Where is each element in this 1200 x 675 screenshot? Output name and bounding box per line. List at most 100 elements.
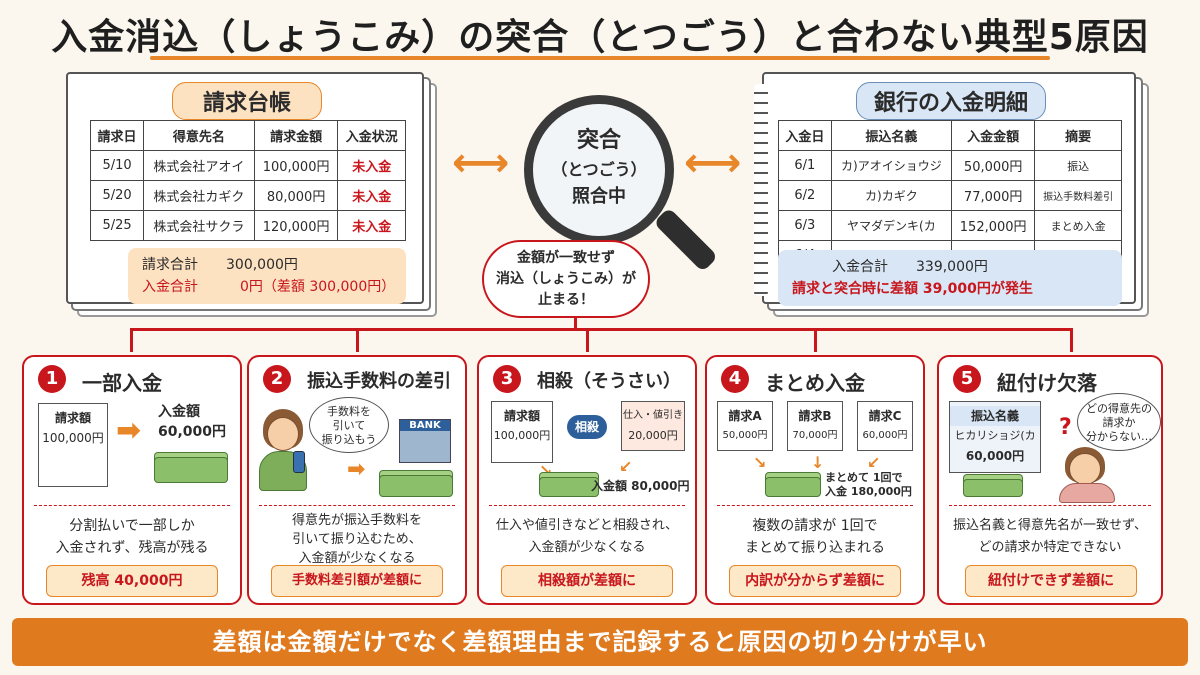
page-title: 入金消込（しょうこみ）の突合（とつごう）と合わない典型5原因 <box>51 17 1149 58</box>
bank-cell: まとめ入金 <box>1034 210 1122 241</box>
cash-icon <box>539 477 599 497</box>
doc-value: 70,000円 <box>792 430 838 441</box>
bank-cell: ヤマダデンキ(カ <box>830 210 953 241</box>
bubble-line: 分からない… <box>1086 430 1152 443</box>
table-row: 5/10 株式会社アオイ 100,000円 未入金 <box>89 150 406 181</box>
bank-header-row: 入金日 振込名義 入金金額 摘要 <box>778 120 1122 151</box>
connector-line <box>130 328 1072 331</box>
bank-cell: 50,000円 <box>951 150 1036 181</box>
doc-label: 振込名義 <box>950 406 1040 426</box>
cause-title: 相殺（そうさい） <box>537 371 681 392</box>
desc-line: 入金額が少なくなる <box>298 551 416 566</box>
result-badge: 相殺額が差額に <box>501 565 673 597</box>
ledger-panel: 請求台帳 請求日 得意先名 請求金額 入金状況 5/10 株式会社アオイ 100… <box>66 72 424 304</box>
ledger-cell: 株式会社アオイ <box>143 150 255 181</box>
status-badge: 未入金 <box>337 210 406 241</box>
bank-summary-total: 入金合計 339,000円 <box>832 259 988 275</box>
bank-cell: 振込手数料差引 <box>1034 180 1122 211</box>
bank-cell: カ)アオイショウジ <box>830 150 953 181</box>
bank-header: 入金日 <box>778 120 832 151</box>
result-badge: 紐付けできず差額に <box>965 565 1137 597</box>
cause-title: 紐付け欠落 <box>997 371 1097 395</box>
doc-name: ヒカリショジ(カ <box>954 429 1036 442</box>
ledger-cell: 株式会社サクラ <box>143 210 255 241</box>
divider <box>717 505 913 506</box>
doc-value: 50,000円 <box>722 430 768 441</box>
divider <box>34 505 230 506</box>
lens-text-1: 突合 <box>576 128 621 153</box>
doc-value: 60,000円 <box>965 449 1025 463</box>
cause-card-4: 4 まとめ入金 請求A 50,000円 請求B 70,000円 請求C 60,0… <box>705 355 925 605</box>
cause-number: 1 <box>38 365 66 393</box>
bubble-line: 請求か <box>1102 416 1136 429</box>
warning-cloud: 金額が一致せず 消込（しょうこみ）が 止まる！ <box>482 240 650 318</box>
person-icon <box>267 417 299 451</box>
bank-title: 銀行の入金明細 <box>856 82 1046 120</box>
bank-cell: 77,000円 <box>951 180 1036 211</box>
ledger-summary-total: 請求合計 300,000円 <box>142 257 298 273</box>
table-row: 5/20 株式会社カギク 80,000円 未入金 <box>89 180 406 211</box>
ledger-header: 請求日 <box>89 120 145 151</box>
cloud-text-2: 消込（しょうこみ）が <box>496 271 636 287</box>
bubble-line: 手数料を <box>327 405 371 418</box>
doc-value: 100,000円 <box>42 431 104 445</box>
table-row: 6/2 カ)カギク 77,000円 振込手数料差引 <box>778 180 1122 211</box>
divider <box>949 505 1151 506</box>
cause-number: 4 <box>721 365 749 393</box>
invoice-doc: 請求額 100,000円 <box>38 403 108 487</box>
arrow-right-icon: ➡ <box>116 413 142 448</box>
cause-number: 3 <box>493 365 521 393</box>
payment-text: まとめて 1回で 入金 180,000円 <box>825 471 912 499</box>
cloud-text-3: 止まる！ <box>538 292 594 308</box>
cause-description: 振込名義と得意先名が一致せず、 どの請求か特定できない <box>939 515 1161 559</box>
doc-label: 仕入・値引き <box>623 410 683 421</box>
ledger-cell: 120,000円 <box>253 210 339 241</box>
ledger-cell: 5/25 <box>89 210 145 241</box>
bubble-line: 引いて <box>332 419 366 432</box>
desc-line: 振込名義と得意先名が一致せず、 <box>952 518 1148 533</box>
desc-line: 複数の請求が 1回で <box>752 518 878 534</box>
arrow-down-icon: ↙ <box>619 457 633 476</box>
divider <box>489 505 685 506</box>
bank-sign: BANK <box>400 420 450 431</box>
connector-line <box>130 328 133 352</box>
status-badge: 未入金 <box>337 180 406 211</box>
bubble-line: 振り込もう <box>321 433 377 446</box>
desc-line: まとめて振り込まれる <box>745 540 885 556</box>
doc-value: 100,000円 <box>493 429 551 442</box>
cause-title: まとめ入金 <box>765 371 865 395</box>
connector-line <box>1070 328 1073 352</box>
doc-label: 請求額 <box>54 411 91 425</box>
bank-cell: 6/2 <box>778 180 832 211</box>
doc-value: 60,000円 <box>862 430 908 441</box>
payment-value: 60,000円 <box>158 424 227 440</box>
divider <box>259 505 455 506</box>
question-icon: ? <box>1059 415 1072 440</box>
connector-line <box>574 318 577 330</box>
conclusion-banner: 差額は金額だけでなく差額理由まで記録すると原因の切り分けが早い <box>12 618 1188 666</box>
arrow-down-icon: ↓ <box>811 453 825 472</box>
magnifier-lens: 突合 （とつごう） 照合中 <box>524 95 674 245</box>
cause-card-5: 5 紐付け欠落 振込名義 ヒカリショジ(カ 60,000円 ? どの得意先の 請… <box>937 355 1163 605</box>
phone-icon <box>293 451 305 473</box>
cause-card-1: 1 一部入金 請求額 100,000円 ➡ 入金額 60,000円 分割払いで一… <box>22 355 242 605</box>
thought-bubble: どの得意先の 請求か 分からない… <box>1077 393 1161 451</box>
transfer-doc: 振込名義 ヒカリショジ(カ 60,000円 <box>949 401 1041 473</box>
ledger-cell: 5/10 <box>89 150 145 181</box>
person-icon <box>1069 453 1101 485</box>
arrow-right-icon: ➡ <box>347 457 366 482</box>
speech-bubble: 手数料を 引いて 振り込もう <box>309 397 389 453</box>
connector-line <box>814 328 817 352</box>
invoice-doc-c: 請求C 60,000円 <box>857 401 913 451</box>
lens-text-3: 照合中 <box>572 186 626 207</box>
arrow-down-icon: ↘ <box>539 461 553 480</box>
cause-card-2: 2 振込手数料の差引 手数料を 引いて 振り込もう BANK ➡ 得意先が振込手… <box>247 355 467 605</box>
bank-header: 入金金額 <box>951 120 1036 151</box>
ledger-cell: 100,000円 <box>253 150 339 181</box>
table-row: 6/1 カ)アオイショウジ 50,000円 振込 <box>778 150 1122 181</box>
ledger-header-row: 請求日 得意先名 請求金額 入金状況 <box>89 120 406 151</box>
bank-table: 入金日 振込名義 入金金額 摘要 6/1 カ)アオイショウジ 50,000円 振… <box>778 120 1122 271</box>
connector-line <box>586 328 589 352</box>
spiral-binding <box>754 84 768 296</box>
ledger-cell: 株式会社カギク <box>143 180 255 211</box>
